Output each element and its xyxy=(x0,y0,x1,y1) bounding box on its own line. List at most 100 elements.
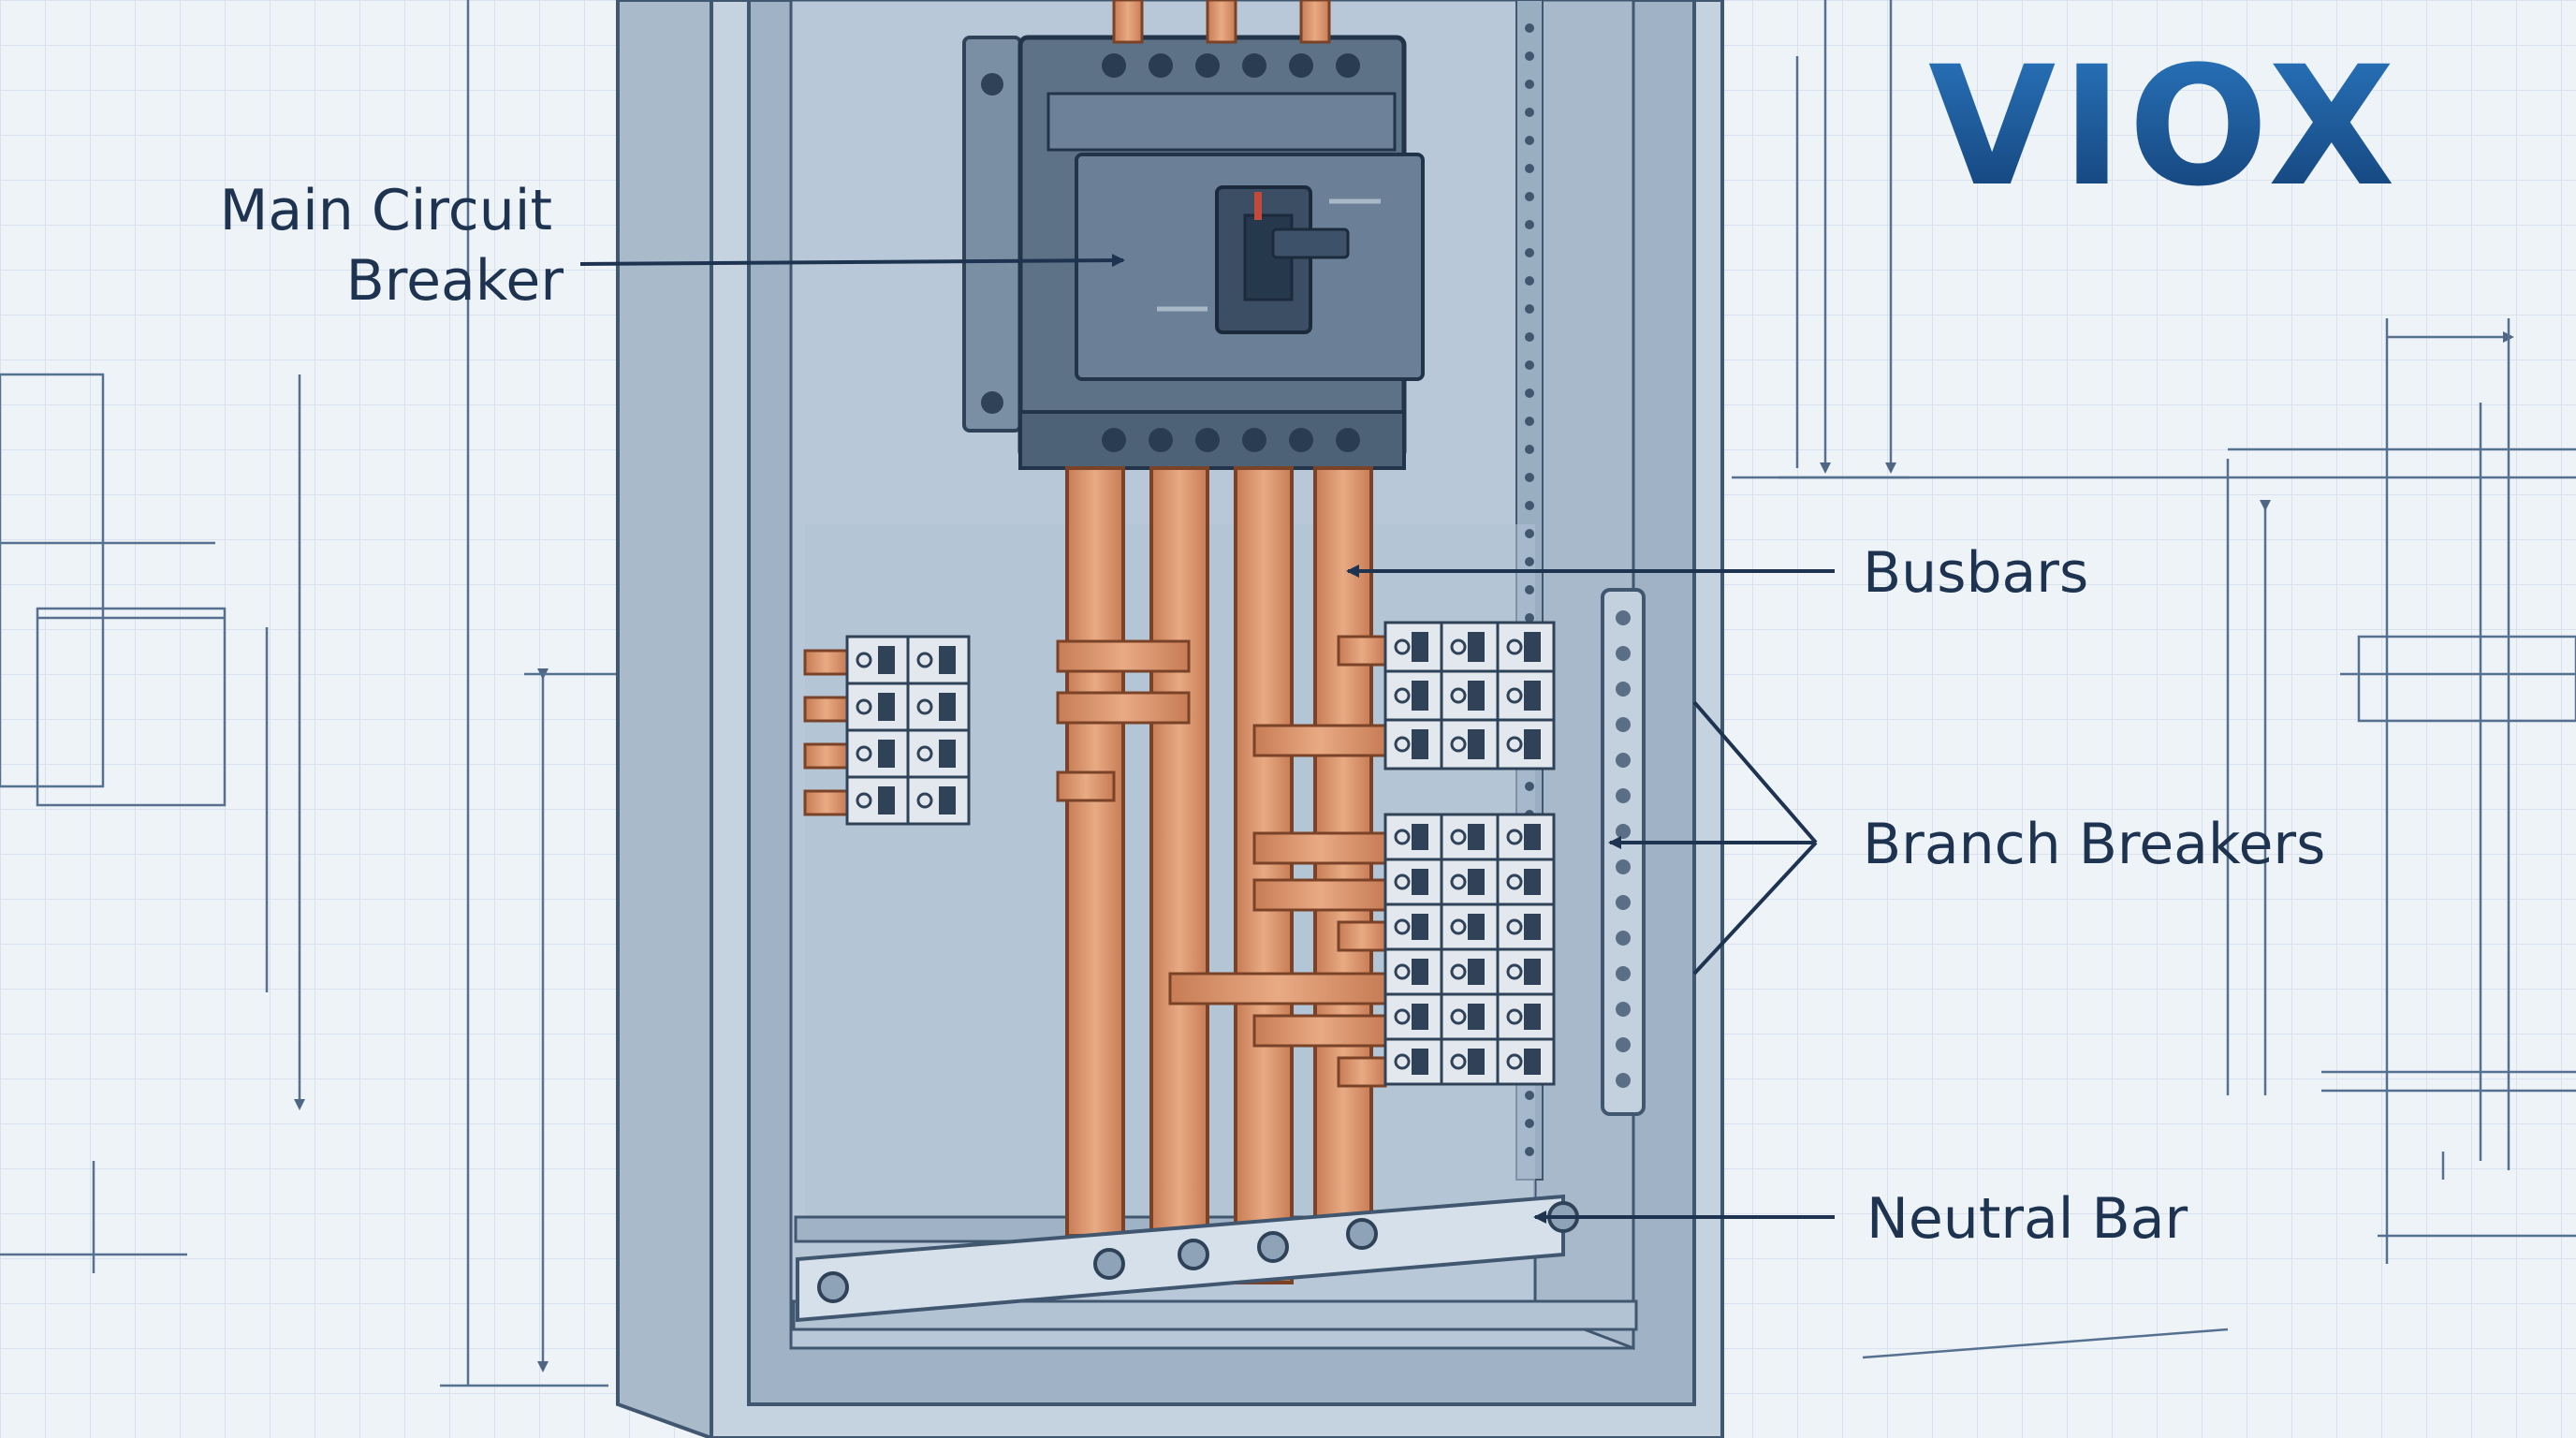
breaker-toggle xyxy=(1412,1004,1428,1030)
strip-screw xyxy=(1616,1037,1631,1052)
breaker-toggle xyxy=(1468,959,1485,985)
terminal-screw xyxy=(1102,428,1126,452)
breaker-screw xyxy=(1506,963,1523,980)
breaker-screw xyxy=(856,792,872,809)
strip-screw xyxy=(1616,895,1631,910)
terminal-screw xyxy=(1149,53,1173,78)
rail-hole xyxy=(1525,529,1534,538)
strip-screw xyxy=(1616,682,1631,697)
branch-breakers-right-lower xyxy=(1383,813,1556,1086)
rail-hole xyxy=(1525,1091,1534,1100)
neutral-bar xyxy=(796,1194,1579,1323)
breaker-screw xyxy=(1394,873,1411,890)
strip-screw xyxy=(1616,824,1631,839)
neutral-screw xyxy=(1093,1248,1125,1280)
breaker-screw xyxy=(1450,1053,1467,1070)
breaker-toggle xyxy=(1524,869,1541,895)
breaker-screw xyxy=(1394,829,1411,845)
neutral-screw xyxy=(1257,1231,1289,1263)
rail-hole xyxy=(1525,164,1534,173)
breaker-toggle xyxy=(1412,681,1428,711)
breaker-screw xyxy=(1506,736,1523,753)
breaker-toggle xyxy=(1468,914,1485,940)
rail-hole xyxy=(1525,360,1534,370)
neutral-screw xyxy=(817,1271,849,1303)
terminal-screw xyxy=(1242,53,1266,78)
breaker-toggle xyxy=(1468,1004,1485,1030)
breaker-screw xyxy=(1506,1008,1523,1025)
terminal-screw xyxy=(1195,53,1220,78)
breaker-screw xyxy=(1450,687,1467,704)
breaker-screw xyxy=(1394,736,1411,753)
breaker-screw xyxy=(1394,1008,1411,1025)
strip-screw xyxy=(1616,1073,1631,1088)
busbar-straps xyxy=(803,635,1387,1088)
breaker-toggle xyxy=(1468,824,1485,850)
rail-hole xyxy=(1525,304,1534,314)
breaker-screw xyxy=(856,698,872,715)
breaker-screw xyxy=(1506,687,1523,704)
strip-screw xyxy=(1616,1002,1631,1017)
terminal-screw xyxy=(1289,53,1313,78)
breaker-screw xyxy=(1450,829,1467,845)
breaker-toggle xyxy=(878,693,895,721)
rail-hole xyxy=(1525,192,1534,201)
breaker-toggle xyxy=(1468,632,1485,662)
breaker-toggle xyxy=(1468,681,1485,711)
breaker-toggle xyxy=(1412,869,1428,895)
strip-screw xyxy=(1616,646,1631,661)
breaker-screw xyxy=(1506,1053,1523,1070)
terminal-screw xyxy=(1336,53,1360,78)
breaker-toggle xyxy=(1412,632,1428,662)
breaker-screw xyxy=(1394,687,1411,704)
breaker-screw xyxy=(1394,638,1411,655)
strip-screw xyxy=(1616,753,1631,768)
branch-breakers-left xyxy=(845,635,971,826)
breaker-screw xyxy=(916,698,933,715)
breaker-screw xyxy=(1506,918,1523,935)
breaker-screw xyxy=(916,652,933,668)
rail-hole xyxy=(1525,51,1534,61)
breaker-toggle xyxy=(1524,959,1541,985)
breaker-toggle xyxy=(1524,681,1541,711)
rail-hole xyxy=(1525,473,1534,482)
main-breaker-terminals xyxy=(1102,53,1360,452)
breaker-toggle xyxy=(939,693,956,721)
breaker-toggle xyxy=(1524,1004,1541,1030)
breaker-screw xyxy=(1506,873,1523,890)
rail-hole xyxy=(1525,220,1534,229)
breaker-toggle xyxy=(1412,1049,1428,1075)
main-circuit-breaker xyxy=(962,35,1425,470)
breaker-toggle xyxy=(1524,914,1541,940)
breaker-toggle xyxy=(1412,914,1428,940)
breaker-toggle xyxy=(939,786,956,814)
breaker-screw xyxy=(1450,1008,1467,1025)
callout-lines xyxy=(579,254,1835,1224)
strip-screw xyxy=(1616,717,1631,732)
rail-hole xyxy=(1525,417,1534,426)
strip-screw xyxy=(1616,788,1631,803)
breaker-screw xyxy=(1506,829,1523,845)
rail-hole xyxy=(1525,557,1534,566)
rail-hole xyxy=(1525,80,1534,89)
breaker-toggle xyxy=(1468,1049,1485,1075)
breaker-screw xyxy=(916,792,933,809)
rail-hole xyxy=(1525,1147,1534,1156)
terminal-screw xyxy=(1102,53,1126,78)
rail-hole xyxy=(1525,108,1534,117)
branch-breakers-right-upper xyxy=(1383,621,1556,770)
rail-hole xyxy=(1525,332,1534,342)
terminal-screw xyxy=(1242,428,1266,452)
breaker-screw xyxy=(1394,918,1411,935)
breaker-screw xyxy=(856,745,872,762)
breaker-toggle xyxy=(878,740,895,768)
breaker-screw xyxy=(916,745,933,762)
main-breaker-label-line2: Breaker xyxy=(346,248,564,314)
breaker-screw xyxy=(1450,918,1467,935)
breaker-toggle xyxy=(1524,729,1541,759)
terminal-strip xyxy=(1601,588,1646,1116)
rail-hole xyxy=(1525,613,1534,623)
breaker-toggle xyxy=(878,646,895,674)
breaker-toggle xyxy=(1468,729,1485,759)
